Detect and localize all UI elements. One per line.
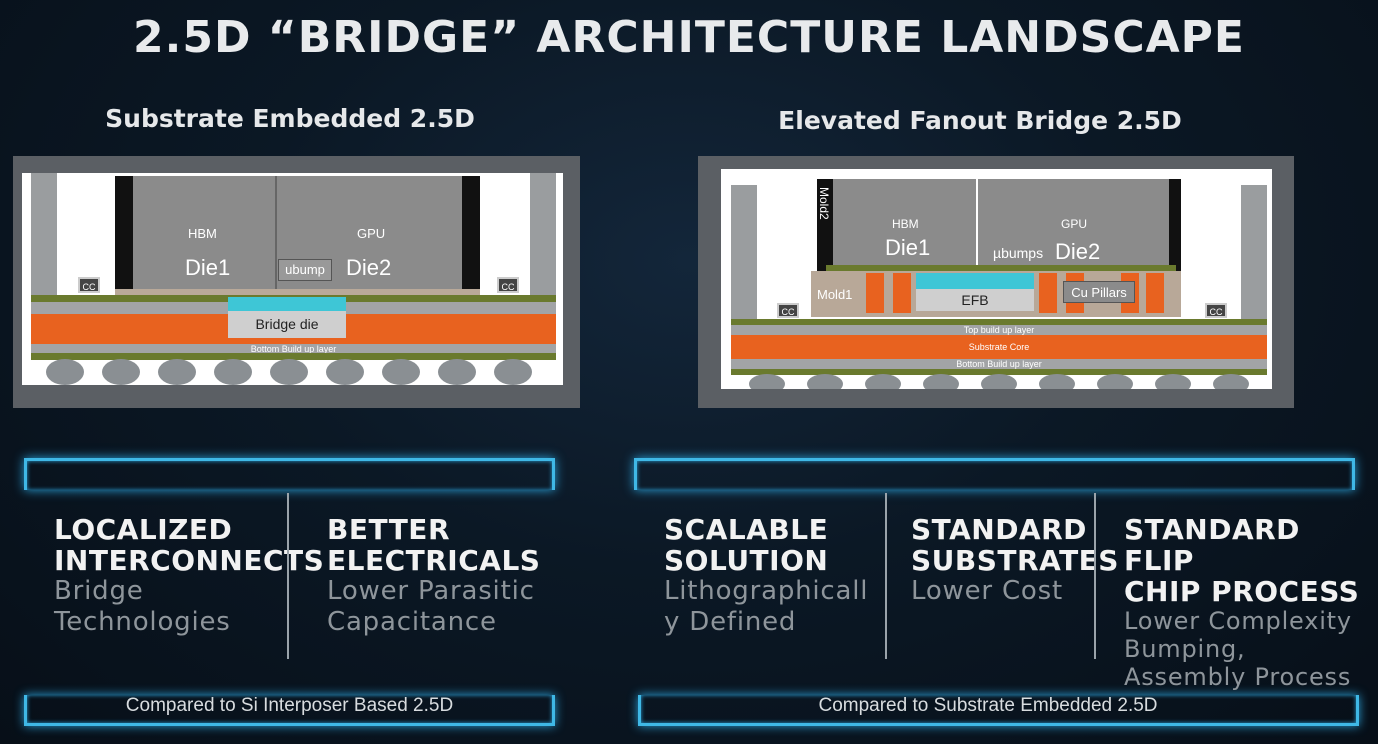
cc-capacitor-left: CC [78, 277, 100, 293]
cc-capacitor-right: CC [1205, 303, 1227, 318]
bridge-die: Bridge die [228, 311, 346, 338]
gpu-label: GPU [357, 226, 386, 241]
feature-standard-substrates: STANDARD SUBSTRATES Lower Cost [911, 513, 1119, 606]
hbm-die [833, 179, 976, 265]
left-bracket-top [24, 458, 555, 490]
right-subtitle: Elevated Fanout Bridge 2.5D [778, 106, 1182, 135]
gpu-die [978, 179, 1169, 265]
die2-label: Die2 [1055, 239, 1101, 264]
gpu-label: GPU [1061, 217, 1088, 231]
mold2-label: Mold2 [817, 187, 831, 220]
divider [885, 493, 887, 659]
right-bracket-bottom [638, 695, 1359, 726]
efb-bridge: EFB [916, 289, 1034, 311]
right-compare-note: Compared to Substrate Embedded 2.5D [818, 695, 1158, 716]
substrate-core-label: Substrate Core [968, 342, 1030, 352]
left-bracket-bottom [24, 695, 555, 726]
divider [1094, 493, 1096, 659]
cc-capacitor-left: CC [777, 303, 799, 318]
hbm-die [133, 176, 275, 289]
right-diagram: Mold2 HBM GPU Die1 Die2 µbumps Mold1 EFB… [721, 169, 1272, 389]
hbm-label: HBM [892, 217, 919, 231]
right-bracket-top [634, 458, 1355, 490]
mold1-label: Mold1 [817, 287, 853, 302]
divider [287, 493, 289, 659]
feature-better-electricals: BETTER ELECTRICALS Lower Parasitic Capac… [327, 513, 541, 637]
left-diagram-frame: HBM GPU Die1 Die2 ubump CC CC Bridge die… [13, 156, 580, 408]
right-diagram-frame: Mold2 HBM GPU Die1 Die2 µbumps Mold1 EFB… [698, 156, 1294, 408]
cc-capacitor-right: CC [497, 277, 519, 293]
page-title: 2.5D “BRIDGE” ARCHITECTURE LANDSCAPE [133, 12, 1245, 63]
bottom-buildup-label: Bottom Build up layer [250, 344, 337, 354]
bottom-buildup-label: Bottom Build up layer [956, 359, 1042, 369]
die2-label: Die2 [346, 255, 392, 280]
ubump-label: ubump [278, 259, 332, 281]
feature-scalable-solution: SCALABLE SOLUTION Lithographicall y Defi… [664, 513, 869, 637]
feature-localized-interconnects: LOCALIZED INTERCONNECTS Bridge Technolog… [54, 513, 325, 637]
feature-standard-flip-chip: STANDARD FLIP CHIP PROCESS Lower Complex… [1124, 513, 1360, 691]
left-compare-note: Compared to Si Interposer Based 2.5D [125, 695, 454, 716]
cu-pillars-label: Cu Pillars [1063, 281, 1135, 303]
left-diagram: HBM GPU Die1 Die2 ubump CC CC Bridge die… [22, 173, 563, 385]
top-buildup-label: Top build up layer [963, 325, 1035, 335]
hbm-label: HBM [188, 226, 217, 241]
die1-label: Die1 [885, 235, 931, 260]
left-subtitle: Substrate Embedded 2.5D [105, 104, 475, 133]
die1-label: Die1 [185, 255, 231, 280]
ubumps-label: µbumps [993, 245, 1044, 261]
